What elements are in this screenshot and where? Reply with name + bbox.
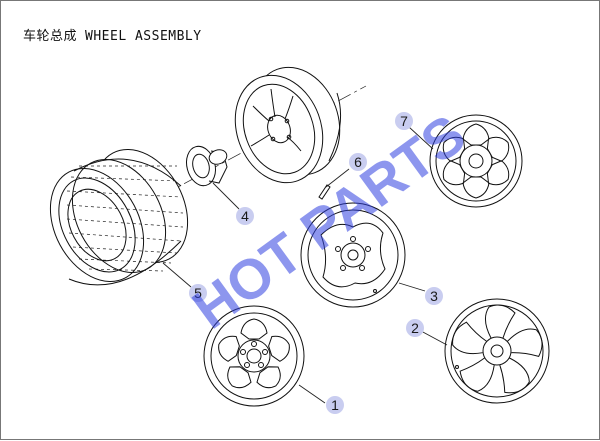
steel-wheel-wave	[300, 202, 406, 308]
title-english: WHEEL ASSEMBLY	[85, 29, 202, 44]
title-chinese: 车轮总成	[23, 29, 78, 44]
steel-wheel-5-window	[203, 305, 305, 407]
callout-7-label: 7	[400, 113, 408, 129]
alloy-wheel-5-spoke	[444, 298, 550, 404]
leader-6	[325, 168, 350, 188]
callout-1: 1	[326, 396, 344, 414]
callout-4-label: 4	[241, 208, 249, 224]
leader-2	[420, 330, 448, 346]
rim-exploded	[234, 66, 342, 184]
callout-3-label: 3	[430, 288, 438, 304]
callout-3: 3	[425, 287, 443, 305]
callout-1-label: 1	[331, 397, 339, 413]
callout-2: 2	[406, 319, 424, 337]
leader-3	[398, 282, 426, 292]
callout-5-label: 5	[194, 285, 202, 301]
tire	[49, 148, 189, 286]
leader-7	[408, 126, 434, 150]
steel-wheel-6-window	[429, 114, 523, 208]
leader-1	[298, 384, 326, 404]
callout-6: 6	[349, 153, 367, 171]
callout-2-label: 2	[411, 320, 419, 336]
wheel-hub-cap	[186, 145, 228, 187]
callout-5: 5	[189, 284, 207, 302]
valve-stem	[318, 184, 331, 200]
callout-4: 4	[236, 207, 254, 225]
leader-5	[162, 262, 192, 288]
page-title: 车轮总成 WHEEL ASSEMBLY	[23, 25, 202, 44]
callout-7: 7	[395, 112, 413, 130]
callout-6-label: 6	[354, 154, 362, 170]
leader-4	[212, 182, 240, 210]
